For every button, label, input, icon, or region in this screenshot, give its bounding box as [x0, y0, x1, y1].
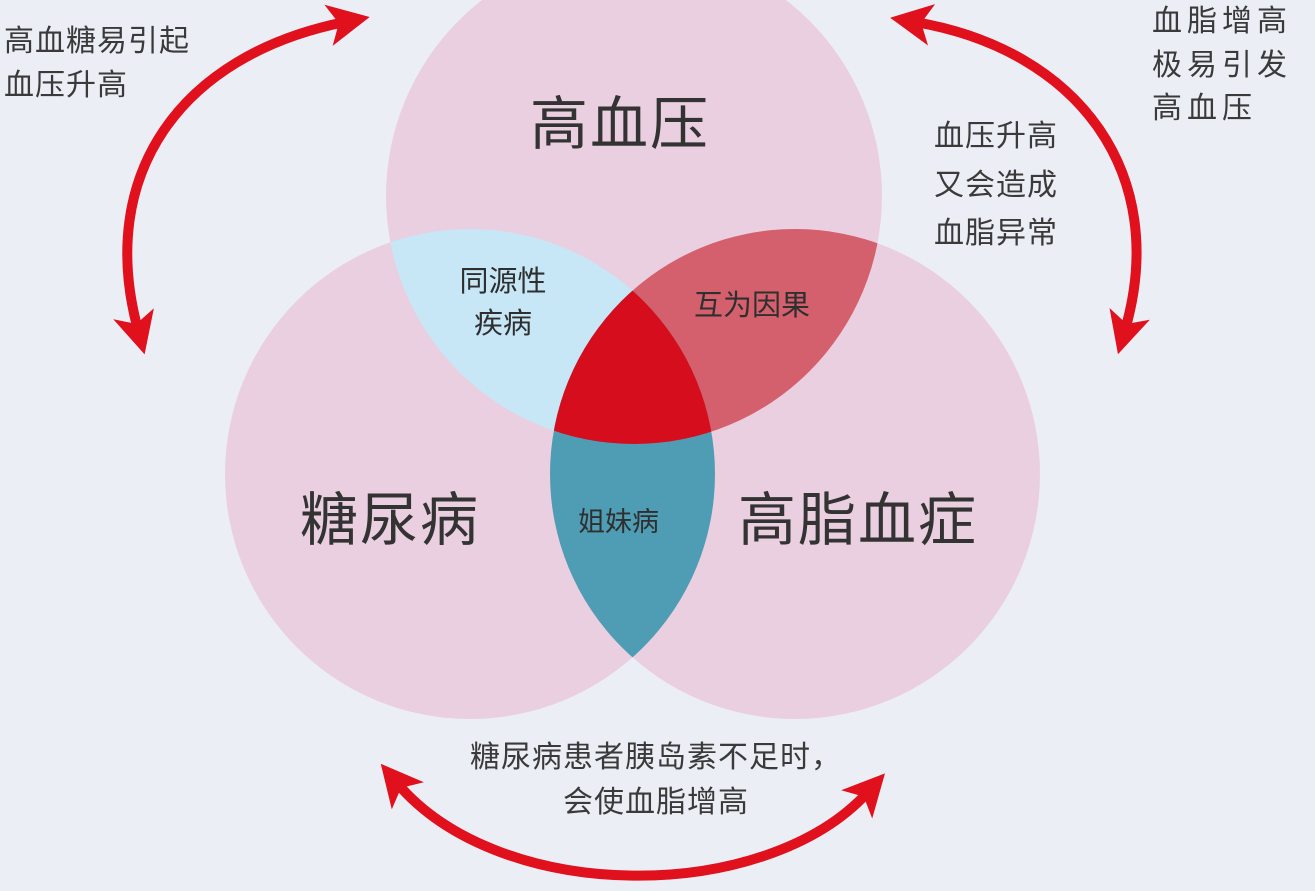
- note-bottom: 糖尿病患者胰岛素不足时， 会使血脂增高: [470, 740, 842, 820]
- label-overlap-left-right: 姐妹病: [578, 507, 659, 538]
- label-diabetes: 糖尿病: [300, 486, 481, 554]
- note-top-right-inner: 血压升高 又会造成 血脂异常: [934, 119, 1058, 252]
- label-overlap-top-right: 互为因果: [694, 288, 811, 322]
- overlap-center: [550, 229, 715, 444]
- label-overlap-top-left: 同源性 疾病: [459, 264, 547, 341]
- arrow-left-curve: [113, 4, 370, 355]
- note-top-left: 高血糖易引起 血压升高: [4, 24, 190, 103]
- arrow-bottom-curve: [380, 763, 885, 881]
- label-hyperlipidemia: 高脂血症: [738, 486, 979, 554]
- note-top-right-outer: 血脂增高 极易引发 高血压: [1152, 4, 1292, 126]
- arrow-right-curve: [890, 4, 1150, 355]
- label-hypertension: 高血压: [530, 90, 711, 158]
